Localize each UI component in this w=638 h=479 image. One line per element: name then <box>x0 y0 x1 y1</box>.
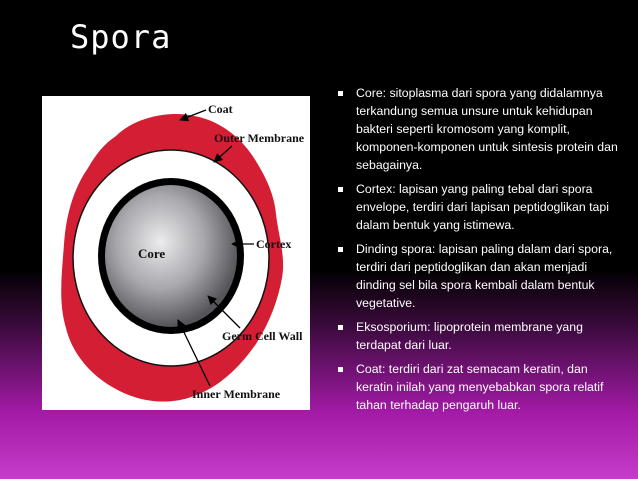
arrow-germ-cell-wall <box>207 295 241 329</box>
bullet-core: Core: sitoplasma dari spora yang didalam… <box>336 84 626 174</box>
spore-diagram: Coat Outer Membrane Core Cortex Germ Cel… <box>42 96 310 410</box>
bullet-text: Cortex: lapisan yang paling tebal dari s… <box>356 182 609 232</box>
bullet-text: Core: sitoplasma dari spora yang didalam… <box>356 86 618 172</box>
label-inner-membrane: Inner Membrane <box>192 387 281 401</box>
bullet-coat: Coat: terdiri dari zat semacam keratin, … <box>336 360 626 414</box>
core <box>105 185 237 327</box>
bullet-cortex: Cortex: lapisan yang paling tebal dari s… <box>336 180 626 234</box>
bullet-dinding-spora: Dinding spora: lapisan paling dalam dari… <box>336 240 626 312</box>
label-outer-membrane: Outer Membrane <box>214 131 305 145</box>
slide-title: Spora <box>70 18 172 56</box>
bullet-eksosporium: Eksosporium: lipoprotein membrane yang t… <box>336 318 626 354</box>
bullet-square-icon <box>338 91 343 96</box>
arrow-coat <box>179 109 207 122</box>
arrow-outer-membrane <box>213 145 233 163</box>
bullet-text: Dinding spora: lapisan paling dalam dari… <box>356 242 613 310</box>
label-coat: Coat <box>208 102 233 116</box>
bullet-list: Core: sitoplasma dari spora yang didalam… <box>336 84 626 420</box>
outer-membrane-line <box>72 149 270 367</box>
bullet-text: Eksosporium: lipoprotein membrane yang t… <box>356 320 583 352</box>
label-core: Core <box>138 246 165 261</box>
bullet-square-icon <box>338 247 343 252</box>
label-germ-cell-wall: Germ Cell Wall <box>222 329 303 343</box>
arrow-inner-membrane <box>177 319 211 387</box>
bullet-square-icon <box>338 325 343 330</box>
bullet-square-icon <box>338 187 343 192</box>
label-cortex: Cortex <box>256 237 291 251</box>
bullet-square-icon <box>338 367 343 372</box>
spore-diagram-svg: Coat Outer Membrane Core Cortex Germ Cel… <box>61 102 305 402</box>
bullet-text: Coat: terdiri dari zat semacam keratin, … <box>356 362 604 412</box>
